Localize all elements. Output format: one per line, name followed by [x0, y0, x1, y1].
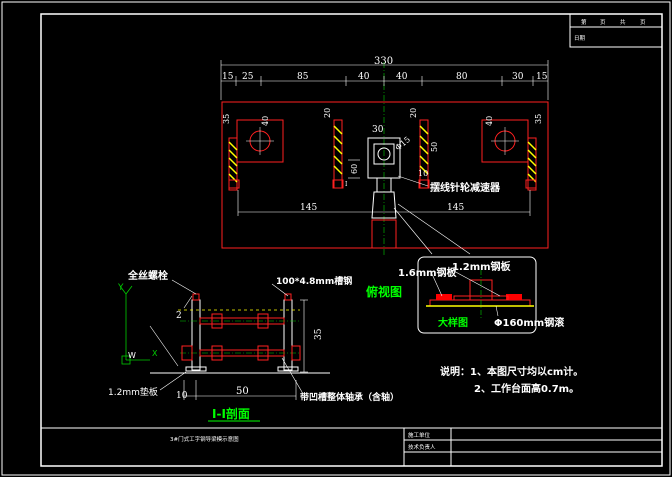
dim-top-0: 15	[222, 72, 234, 82]
right-inner-column: 20 50 10	[409, 108, 439, 189]
label-bolt: 全丝螺栓	[127, 269, 168, 282]
dim-top-1: 25	[242, 72, 254, 82]
dim-top-2: 85	[297, 72, 309, 82]
sheet-label-4: 页	[640, 19, 646, 26]
detail-view: 1.6mm钢板 1.2mm钢板 大样图 Φ160mm钢滚	[393, 203, 565, 334]
dim-top-5: 80	[456, 72, 468, 82]
date-label: 日期	[574, 35, 586, 42]
plan-view: 330 15 25 85 40 40 80 30 15 35 40 20	[220, 56, 549, 299]
center-reducer: 30 Φ15 60 I	[345, 125, 412, 249]
section-dim-35: 35	[314, 328, 324, 340]
right-hatch-column	[525, 137, 537, 191]
dim-left-half: 145	[300, 203, 317, 213]
dim-top-4: 40	[396, 72, 408, 82]
sheet-label-3: 共	[620, 18, 626, 26]
section-dim-2: 2	[176, 311, 182, 321]
plan-dim-right-35: 35	[534, 114, 543, 124]
plan-dim-left-40: 40	[261, 116, 270, 126]
detail-label-plate-16: 1.6mm钢板	[398, 266, 458, 279]
title-block-bottom: 3#门式工字钢导梁模示意图 施工单位 技术负责人	[41, 427, 662, 467]
axis-symbol: Y W X	[117, 283, 158, 365]
section-view: Y W X	[108, 269, 399, 422]
detail-label-plate-12: 1.2mm钢板	[452, 260, 512, 273]
detail-label-roller: Φ160mm钢滚	[494, 316, 565, 329]
axis-y-label: Y	[117, 283, 124, 293]
axis-w-label: W	[128, 351, 136, 360]
top-dimension-chain	[220, 60, 549, 100]
plan-outline	[221, 101, 549, 249]
label-channel: 100*4.8mm槽钢	[276, 275, 352, 287]
dim-right-half: 145	[447, 203, 464, 213]
plan-dim-10: 10	[418, 169, 428, 178]
plan-view-title: 俯视图	[366, 284, 402, 299]
left-inner-column: 20	[323, 108, 344, 189]
section-title: I-I剖面	[212, 406, 250, 421]
note-line-2: 2、工作台面高0.7m。	[474, 382, 579, 395]
sheet-label-2: 页	[600, 19, 606, 26]
label-bearing: 带凹槽整体轴承（含轴）	[300, 391, 399, 403]
section-shafts	[180, 313, 301, 361]
dim-top-7: 15	[536, 72, 548, 82]
plan-dim-30: 30	[372, 125, 384, 135]
note-line-1: 说明：1、本图尺寸均以cm计。	[440, 365, 583, 378]
dim-top-6: 30	[512, 72, 524, 82]
construction-unit-label: 施工单位	[408, 431, 431, 439]
plan-dim-20-right: 20	[409, 108, 418, 118]
label-plate: 1.2mm垫板	[108, 386, 158, 398]
drawing-title: 3#门式工字钢导梁模示意图	[170, 435, 239, 443]
plan-dim-left-35: 35	[222, 114, 231, 124]
plan-dim-50: 50	[430, 142, 439, 152]
title-block-top: 第 页 共 页 日期	[569, 13, 663, 48]
plan-dim-60: 60	[350, 164, 359, 174]
detail-title: 大样图	[438, 316, 468, 329]
tech-manager-label: 技术负责人	[408, 443, 436, 451]
section-dims	[183, 299, 308, 400]
left-hatch-column	[228, 137, 240, 191]
sheet-label-1: 第	[581, 18, 587, 26]
section-dim-50: 50	[236, 386, 249, 397]
axis-x-label: X	[152, 349, 158, 358]
notes: 说明：1、本图尺寸均以cm计。 2、工作台面高0.7m。	[440, 365, 583, 395]
plan-dim-20-left: 20	[323, 108, 332, 118]
plan-dim-right-40: 40	[485, 116, 494, 126]
section-mark-i: I	[345, 181, 348, 188]
dim-top-3: 40	[358, 72, 370, 82]
detail-frame	[417, 256, 537, 334]
dim-total: 330	[374, 56, 393, 67]
section-dim-10: 10	[176, 391, 188, 401]
reducer-label: 摆线针轮减速器	[430, 181, 501, 194]
bottom-dimension	[237, 190, 531, 216]
